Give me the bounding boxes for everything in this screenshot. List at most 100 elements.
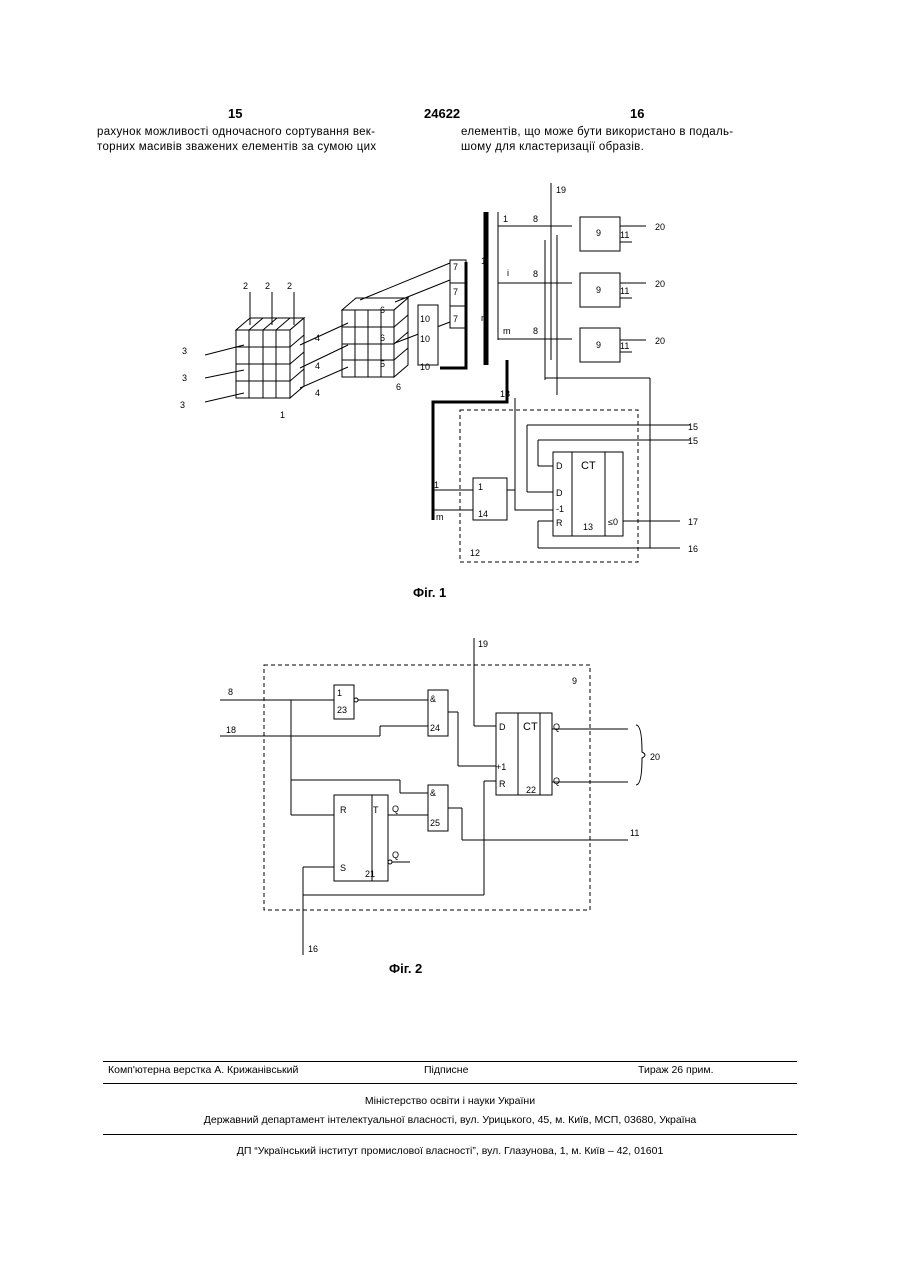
svg-text:1: 1 (337, 688, 342, 698)
figure-2-diagram: 19 818 123 &24 &25 DCT +1R22 QQ RTS21 QQ… (210, 632, 670, 977)
svg-text:19: 19 (478, 639, 488, 649)
svg-text:m: m (436, 512, 444, 522)
svg-text:16: 16 (308, 944, 318, 954)
figure-1-caption: Фіг. 1 (413, 585, 446, 600)
svg-text:6: 6 (380, 305, 385, 315)
svg-text:CT: CT (581, 460, 596, 472)
footer-rule-1 (103, 1061, 797, 1062)
svg-text:m: m (481, 313, 489, 323)
svg-text:11: 11 (630, 828, 639, 838)
svg-text:13: 13 (583, 522, 593, 532)
svg-text:CT: CT (523, 721, 538, 733)
svg-text:14: 14 (478, 509, 488, 519)
svg-text:9: 9 (596, 285, 601, 295)
svg-text:20: 20 (655, 336, 665, 346)
svg-text:2: 2 (287, 281, 292, 291)
svg-text:-1: -1 (556, 504, 564, 514)
svg-text:&: & (430, 694, 436, 704)
svg-text:1: 1 (478, 482, 483, 492)
svg-text:10: 10 (420, 334, 430, 344)
svg-text:R: R (499, 779, 506, 789)
svg-text:3: 3 (182, 346, 187, 356)
svg-text:5: 5 (380, 359, 385, 369)
right-line-2: шому для кластеризації образів. (461, 140, 791, 155)
svg-text:16: 16 (688, 544, 698, 554)
svg-text:11: 11 (620, 286, 629, 296)
left-line-2: торних масивів зважених елементів за сум… (97, 140, 427, 155)
svg-text:19: 19 (556, 185, 566, 195)
svg-text:4: 4 (315, 388, 320, 398)
svg-text:7: 7 (453, 287, 458, 297)
svg-text:&: & (430, 788, 436, 798)
svg-text:2: 2 (265, 281, 270, 291)
svg-text:8: 8 (228, 687, 233, 697)
svg-text:8: 8 (533, 326, 538, 336)
svg-text:2: 2 (243, 281, 248, 291)
footer-rule-3 (103, 1134, 797, 1135)
svg-text:10: 10 (420, 362, 430, 372)
svg-text:9: 9 (596, 228, 601, 238)
svg-text:20: 20 (650, 752, 660, 762)
svg-text:18: 18 (500, 389, 510, 399)
cube-1 (236, 318, 304, 398)
svg-text:D: D (556, 461, 563, 471)
svg-text:21: 21 (365, 869, 375, 879)
svg-text:Q: Q (392, 850, 399, 860)
svg-text:1: 1 (280, 410, 285, 420)
svg-text:D: D (556, 488, 563, 498)
svg-text:R: R (556, 518, 563, 528)
svg-text:15: 15 (688, 422, 698, 432)
page-number-left: 15 (228, 106, 242, 121)
svg-text:R: R (340, 805, 347, 815)
figure-1-diagram: 222 333 444 1 6 665 777 101010 1m1m 1im … (170, 178, 715, 603)
footer-signed: Підписне (424, 1064, 468, 1076)
svg-text:m: m (503, 326, 511, 336)
svg-text:10: 10 (420, 314, 430, 324)
svg-text:18: 18 (226, 725, 236, 735)
svg-text:≤0: ≤0 (608, 517, 618, 527)
svg-text:6: 6 (380, 333, 385, 343)
footer-ministry: Міністерство освіти і науки України (103, 1095, 797, 1107)
svg-text:24: 24 (430, 723, 440, 733)
svg-text:S: S (340, 863, 346, 873)
svg-text:12: 12 (470, 548, 480, 558)
svg-text:Q: Q (553, 722, 560, 732)
svg-text:23: 23 (337, 705, 347, 715)
svg-text:6: 6 (396, 382, 401, 392)
svg-text:7: 7 (453, 314, 458, 324)
svg-text:17: 17 (688, 517, 698, 527)
svg-text:20: 20 (655, 222, 665, 232)
svg-text:3: 3 (182, 373, 187, 383)
svg-text:+1: +1 (496, 762, 506, 772)
right-line-1: елементів, що може бути використано в по… (461, 125, 791, 140)
svg-text:3: 3 (180, 400, 185, 410)
svg-text:D: D (499, 722, 506, 732)
svg-text:i: i (507, 268, 509, 278)
svg-text:4: 4 (315, 333, 320, 343)
svg-text:1: 1 (434, 480, 439, 490)
svg-text:8: 8 (533, 214, 538, 224)
svg-text:22: 22 (526, 785, 536, 795)
svg-text:1: 1 (503, 214, 508, 224)
footer-circulation: Тираж 26 прим. (638, 1064, 714, 1076)
svg-text:4: 4 (315, 361, 320, 371)
svg-text:9: 9 (596, 340, 601, 350)
svg-text:11: 11 (620, 341, 629, 351)
svg-text:7: 7 (453, 262, 458, 272)
footer-institute: ДП “Український інститут промислової вла… (103, 1145, 797, 1157)
footer-typesetter: Комп'ютерна верстка А. Крижанівський (108, 1064, 298, 1076)
svg-text:8: 8 (533, 269, 538, 279)
footer-rule-2 (103, 1083, 797, 1084)
cube-6 (342, 298, 408, 377)
svg-text:9: 9 (572, 676, 577, 686)
left-line-1: рахунок можливості одночасного сортуванн… (97, 125, 427, 140)
svg-text:25: 25 (430, 818, 440, 828)
svg-text:11: 11 (620, 230, 629, 240)
footer-department: Державний департамент інтелектуальної вл… (103, 1114, 797, 1126)
document-number: 24622 (424, 106, 460, 121)
left-column-text: рахунок можливості одночасного сортуванн… (97, 125, 427, 155)
svg-text:1: 1 (481, 256, 486, 266)
svg-text:20: 20 (655, 279, 665, 289)
svg-text:T: T (373, 805, 379, 815)
svg-text:Q: Q (392, 804, 399, 814)
